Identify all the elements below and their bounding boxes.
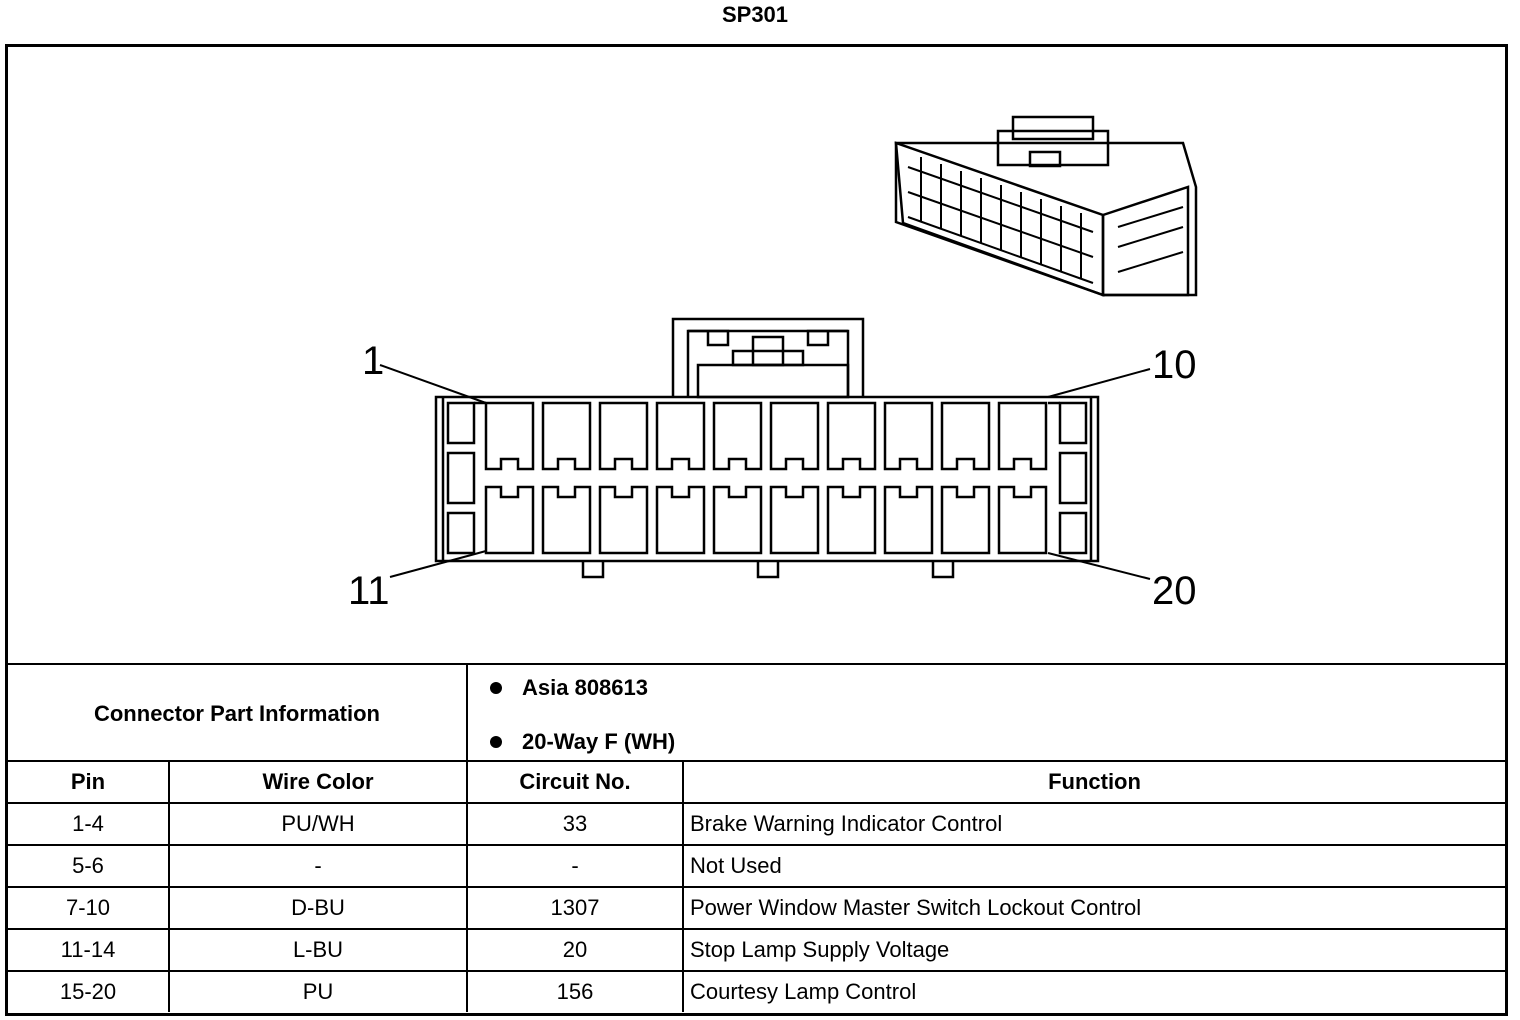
- cell-wire-color: L-BU: [169, 928, 468, 971]
- cell-function: Power Window Master Switch Lockout Contr…: [683, 886, 1505, 929]
- header-function: Function: [683, 760, 1505, 804]
- pin-table: Pin Wire Color Circuit No. Function 1-4 …: [8, 760, 1505, 1012]
- connector-diagram: 1 10 11 20: [8, 47, 1505, 663]
- cell-function: Courtesy Lamp Control: [683, 970, 1505, 1012]
- cell-pin: 1-4: [8, 802, 170, 845]
- connector-info-item: Asia 808613: [490, 675, 648, 701]
- cell-wire-color: -: [169, 844, 468, 887]
- cell-wire-color: D-BU: [169, 886, 468, 929]
- connector-3d-view: [894, 115, 1198, 297]
- cell-wire-color: PU/WH: [169, 802, 468, 845]
- cell-circuit-no: 1307: [467, 886, 684, 929]
- cell-function: Brake Warning Indicator Control: [683, 802, 1505, 845]
- table-row: 1-4 PU/WH 33 Brake Warning Indicator Con…: [8, 802, 1505, 845]
- connector-part-info: Connector Part Information Asia 808613 2…: [8, 663, 1505, 762]
- pin-leader-lines: [379, 364, 1151, 580]
- cell-circuit-no: -: [467, 844, 684, 887]
- connector-drawing: [379, 115, 1198, 580]
- connector-info-item: 20-Way F (WH): [490, 729, 675, 755]
- table-row: 5-6 - - Not Used: [8, 844, 1505, 887]
- cell-circuit-no: 20: [467, 928, 684, 971]
- pin-label-20: 20: [1152, 569, 1197, 613]
- connector-info-label: Connector Part Information: [8, 665, 468, 762]
- cell-pin: 15-20: [8, 970, 170, 1012]
- header-wire-color: Wire Color: [169, 760, 468, 804]
- connector-face-view: [434, 317, 1100, 579]
- pin-label-1: 1: [362, 339, 385, 383]
- table-header-row: Pin Wire Color Circuit No. Function: [8, 760, 1505, 804]
- table-row: 11-14 L-BU 20 Stop Lamp Supply Voltage: [8, 928, 1505, 971]
- cell-pin: 5-6: [8, 844, 170, 887]
- bottom-row-cavities: [484, 485, 1048, 555]
- bullet-icon: [490, 682, 502, 694]
- cell-function: Not Used: [683, 844, 1505, 887]
- table-row: 7-10 D-BU 1307 Power Window Master Switc…: [8, 886, 1505, 929]
- header-pin: Pin: [8, 760, 170, 804]
- cell-circuit-no: 33: [467, 802, 684, 845]
- page-title: SP301: [721, 2, 789, 27]
- connector-info-values: Asia 808613 20-Way F (WH): [468, 665, 1505, 762]
- top-row-cavities: [484, 401, 1048, 471]
- header-circuit-no: Circuit No.: [467, 760, 684, 804]
- cell-pin: 11-14: [8, 928, 170, 971]
- table-row: 15-20 PU 156 Courtesy Lamp Control: [8, 970, 1505, 1012]
- connector-sheet: 1 10 11 20 Connector Part Information As…: [5, 44, 1508, 1016]
- bullet-icon: [490, 736, 502, 748]
- pin-label-11: 11: [348, 569, 390, 613]
- cell-pin: 7-10: [8, 886, 170, 929]
- cell-wire-color: PU: [169, 970, 468, 1012]
- cell-function: Stop Lamp Supply Voltage: [683, 928, 1505, 971]
- cell-circuit-no: 156: [467, 970, 684, 1012]
- pin-label-10: 10: [1152, 343, 1197, 387]
